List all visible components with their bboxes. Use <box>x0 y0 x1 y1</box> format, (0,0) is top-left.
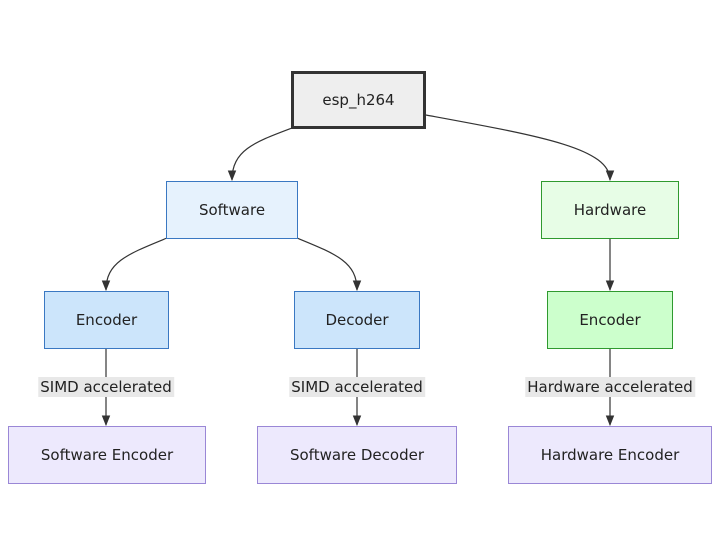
node-esp-h264-label: esp_h264 <box>322 91 395 109</box>
edge-root-to-software <box>227 127 293 182</box>
edge-label-sw-decoder: SIMD accelerated <box>289 377 425 397</box>
node-sw-encoder: Encoder <box>44 291 169 349</box>
node-software-encoder: Software Encoder <box>8 426 206 484</box>
node-sw-decoder-label: Decoder <box>325 311 389 329</box>
edge-software-to-sw-decoder <box>296 237 362 292</box>
node-software: Software <box>166 181 298 239</box>
edge-software-to-sw-encoder <box>101 237 168 292</box>
node-sw-decoder: Decoder <box>294 291 420 349</box>
node-software-decoder-label: Software Decoder <box>289 446 424 464</box>
node-hw-encoder-label: Encoder <box>579 311 641 329</box>
node-hardware-label: Hardware <box>573 201 647 219</box>
edge-label-sw-encoder: SIMD accelerated <box>38 377 174 397</box>
node-hardware: Hardware <box>541 181 679 239</box>
node-software-encoder-label: Software Encoder <box>40 446 174 464</box>
node-hw-encoder: Encoder <box>547 291 673 349</box>
node-esp-h264: esp_h264 <box>291 71 426 129</box>
node-hardware-encoder-label: Hardware Encoder <box>540 446 680 464</box>
node-hardware-encoder: Hardware Encoder <box>508 426 712 484</box>
node-software-decoder: Software Decoder <box>257 426 457 484</box>
node-sw-encoder-label: Encoder <box>75 311 138 329</box>
edge-root-to-hardware <box>425 114 615 182</box>
node-software-label: Software <box>198 201 266 219</box>
edge-label-hw-encoder: Hardware accelerated <box>525 377 695 397</box>
